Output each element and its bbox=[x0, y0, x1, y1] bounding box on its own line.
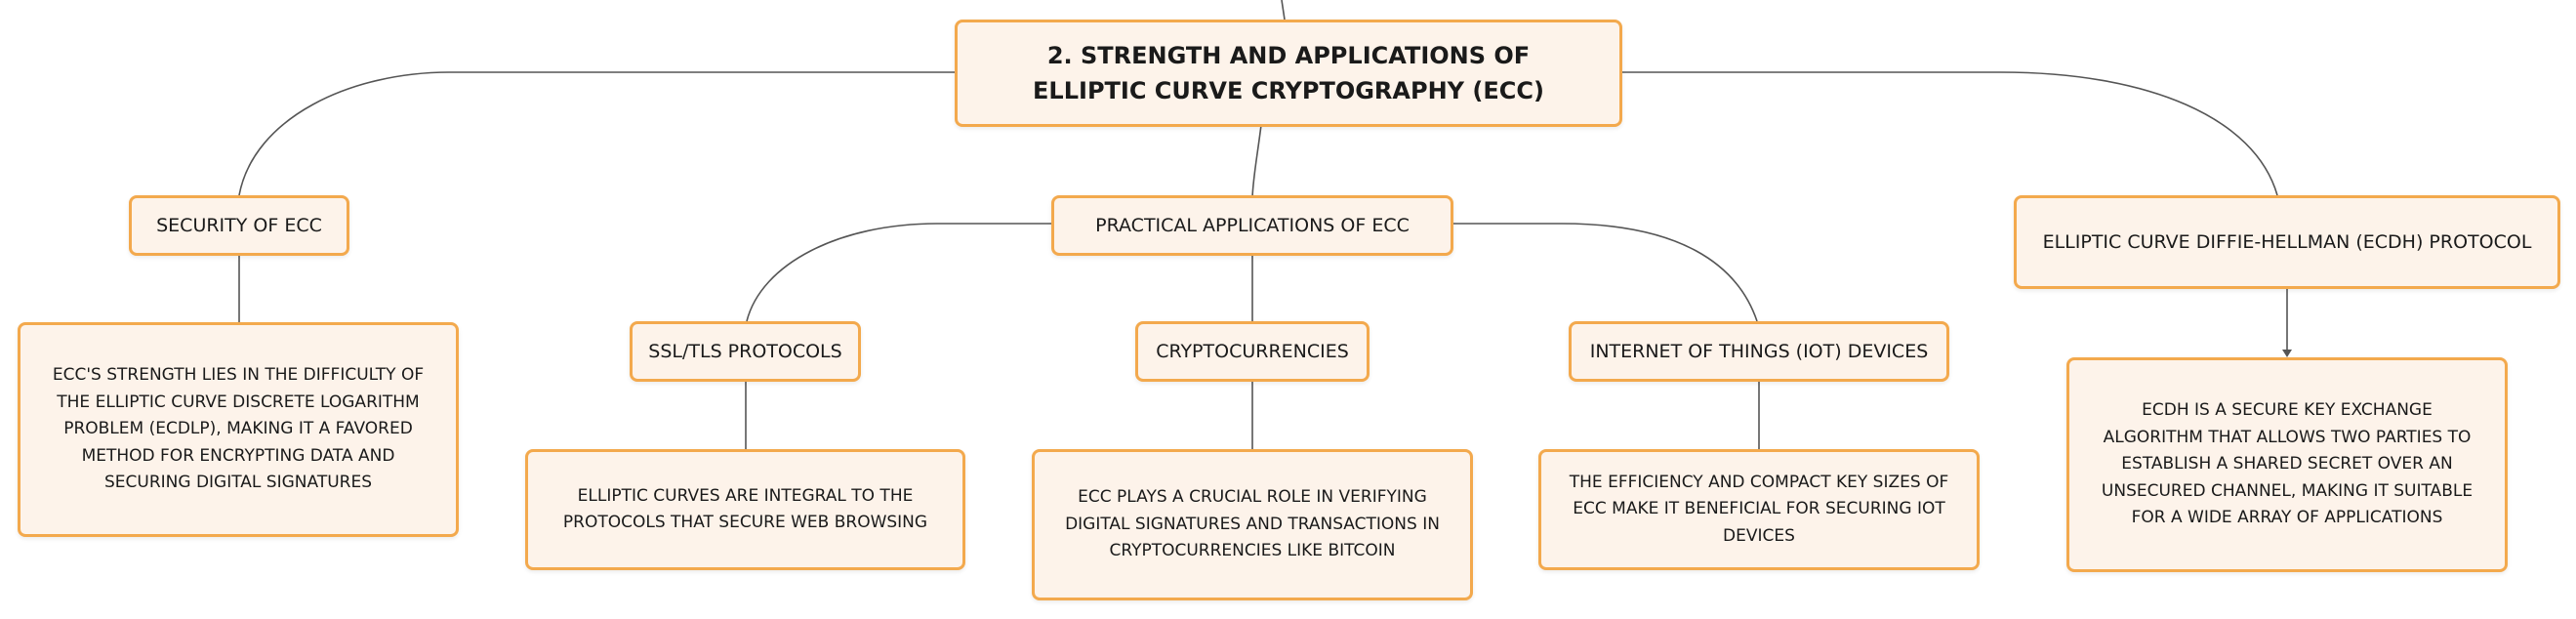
ecdh-node[interactable]: ELLIPTIC CURVE DIFFIE-HELLMAN (ECDH) PRO… bbox=[2014, 195, 2560, 289]
ssl-tls-node[interactable]: SSL/TLS PROTOCOLS bbox=[630, 321, 861, 382]
ecdh-title: ELLIPTIC CURVE DIFFIE-HELLMAN (ECDH) PRO… bbox=[2042, 231, 2532, 253]
connector-root-security bbox=[238, 71, 955, 196]
ecdh-desc-node[interactable]: ECDH IS A SECURE KEY EXCHANGE ALGORITHM … bbox=[2066, 357, 2508, 572]
root-title: 2. STRENGTH AND APPLICATIONS OF ELLIPTIC… bbox=[1033, 42, 1544, 104]
iot-node[interactable]: INTERNET OF THINGS (IOT) DEVICES bbox=[1569, 321, 1949, 382]
ecdh-desc: ECDH IS A SECURE KEY EXCHANGE ALGORITHM … bbox=[2101, 400, 2474, 528]
connector-applications-ssl bbox=[746, 223, 1051, 322]
cryptocurrencies-desc-node[interactable]: ECC PLAYS A CRUCIAL ROLE IN VERIFYING DI… bbox=[1032, 449, 1473, 600]
practical-applications-node[interactable]: PRACTICAL APPLICATIONS OF ECC bbox=[1051, 195, 1453, 256]
security-of-ecc-desc: ECC'S STRENGTH LIES IN THE DIFFICULTY OF… bbox=[52, 365, 425, 493]
connector-root-applications bbox=[1251, 124, 1262, 198]
security-of-ecc-title: SECURITY OF ECC bbox=[156, 215, 322, 236]
arrowhead-ecdh-desc bbox=[2282, 350, 2292, 357]
ssl-tls-title: SSL/TLS PROTOCOLS bbox=[648, 341, 842, 362]
iot-title: INTERNET OF THINGS (IOT) DEVICES bbox=[1589, 341, 1929, 362]
security-of-ecc-desc-node[interactable]: ECC'S STRENGTH LIES IN THE DIFFICULTY OF… bbox=[18, 322, 459, 537]
connector-applications-iot bbox=[1453, 223, 1758, 322]
iot-desc-node[interactable]: THE EFFICIENCY AND COMPACT KEY SIZES OF … bbox=[1538, 449, 1980, 570]
cryptocurrencies-title: CRYPTOCURRENCIES bbox=[1156, 341, 1349, 362]
security-of-ecc-node[interactable]: SECURITY OF ECC bbox=[129, 195, 349, 256]
connector-parent-root bbox=[1281, 0, 1286, 21]
root-node[interactable]: 2. STRENGTH AND APPLICATIONS OF ELLIPTIC… bbox=[955, 20, 1622, 127]
ssl-tls-desc-node[interactable]: ELLIPTIC CURVES ARE INTEGRAL TO THE PROT… bbox=[525, 449, 965, 570]
connector-root-ecdh bbox=[1622, 71, 2278, 196]
iot-desc: THE EFFICIENCY AND COMPACT KEY SIZES OF … bbox=[1569, 472, 1949, 546]
ssl-tls-desc: ELLIPTIC CURVES ARE INTEGRAL TO THE PROT… bbox=[562, 485, 928, 533]
practical-applications-title: PRACTICAL APPLICATIONS OF ECC bbox=[1095, 215, 1410, 236]
cryptocurrencies-node[interactable]: CRYPTOCURRENCIES bbox=[1135, 321, 1370, 382]
cryptocurrencies-desc: ECC PLAYS A CRUCIAL ROLE IN VERIFYING DI… bbox=[1065, 487, 1440, 561]
